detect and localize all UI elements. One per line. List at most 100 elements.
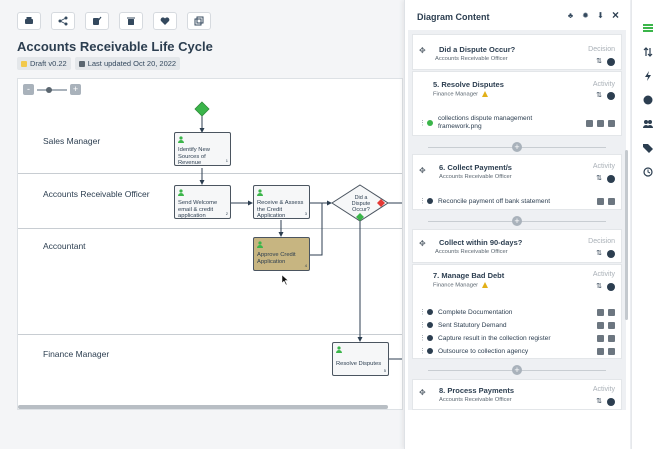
delete-icon[interactable] [608,308,615,316]
drag-handle-icon[interactable]: ✥ [419,46,426,55]
start-event[interactable] [194,101,210,117]
step-type: Activity [592,81,615,88]
warning-icon [482,282,489,288]
sliders-icon[interactable]: ⇅ [596,92,602,99]
gear-icon[interactable] [607,250,615,258]
sub-item-actions [597,308,615,316]
pin-icon[interactable]: ⬇ [597,11,604,20]
add-step-button[interactable]: + [512,365,522,375]
step-card-collect-payments[interactable]: ✥ 6. Collect Payment/s Accounts Receivab… [412,154,622,210]
list-item[interactable]: ⋮ Capture result in the collection regis… [419,332,615,344]
list-item[interactable]: ⋮ Complete Documentation [419,306,615,318]
delete-icon[interactable] [608,347,615,355]
step-controls: ⇅ [595,175,615,183]
content-list-icon[interactable] [643,23,653,33]
drag-handle-icon[interactable]: ✥ [419,239,426,248]
drag-dots-icon[interactable]: ⋮ [419,335,426,342]
gear-icon[interactable] [607,92,615,100]
sub-item-actions [586,119,615,127]
edit-icon[interactable] [597,119,604,127]
history-icon[interactable] [643,167,653,177]
gear-icon[interactable] [607,58,615,66]
delete-button[interactable] [119,12,143,30]
gear-icon[interactable] [607,283,615,291]
task-resolve-disputes[interactable]: Resolve Disputes 5 [332,342,389,376]
drag-dots-icon[interactable]: ⋮ [419,348,426,355]
favorite-button[interactable] [153,12,177,30]
sliders-icon[interactable]: ⇅ [596,175,602,182]
step-title: 5. Resolve Disputes [433,80,504,89]
list-item[interactable]: ⋮ Outsource to collection agency [419,345,615,357]
gateway-red-marker [377,199,385,207]
list-item[interactable]: ⋮ collections dispute management framewo… [419,114,615,132]
sub-item-text: Sent Statutory Demand [438,321,507,329]
step-controls: ⇅ [595,58,615,66]
edit-icon[interactable] [597,197,604,205]
print-button[interactable] [17,12,41,30]
zoom-out-button[interactable]: - [23,84,34,95]
zoom-slider[interactable] [37,86,67,93]
edit-icon[interactable] [597,347,604,355]
bullet-icon [427,335,433,341]
task-label: Approve Credit Application [257,252,296,265]
delete-icon[interactable] [608,321,615,329]
step-card-process-payments[interactable]: ✥ 8. Process Payments Accounts Receivabl… [412,379,622,410]
step-card-collect-decision[interactable]: ✥ Collect within 90-days? Accounts Recei… [412,229,622,263]
bug-icon[interactable]: ✹ [582,11,589,20]
step-type: Activity [592,163,615,170]
drag-dots-icon[interactable]: ⋮ [419,198,426,205]
drag-dots-icon[interactable]: ⋮ [419,120,426,127]
edit-icon[interactable] [597,334,604,342]
drag-dots-icon[interactable]: ⋮ [419,322,426,329]
step-card-manage-bad-debt[interactable]: 7. Manage Bad Debt Finance Manager Activ… [412,264,622,359]
drag-handle-icon[interactable]: ✥ [419,166,426,175]
lane-finance-manager: Finance Manager [18,334,402,409]
horizontal-scrollbar[interactable] [18,405,388,409]
task-number: 5 [383,367,386,373]
zoom-control: - + [23,84,81,95]
step-controls: ⇅ [595,283,615,291]
task-identify-revenue[interactable]: Identify New Sources of Revenue 1 [174,132,231,166]
users-icon[interactable] [643,119,653,129]
sliders-icon[interactable]: ⇅ [596,250,602,257]
panel-scrollbar[interactable] [625,150,628,320]
attachment-icon [427,120,433,126]
document-meta: Draft v0.22 Last updated Oct 20, 2022 [17,57,181,70]
drag-dots-icon[interactable]: ⋮ [419,309,426,316]
gear-icon[interactable] [607,398,615,406]
process-diagram[interactable]: - + Sales Manager Accounts Receivable Of… [17,78,403,410]
zoom-slider-handle[interactable] [46,86,52,93]
tag-icon[interactable] [643,143,653,153]
step-card-dispute-decision[interactable]: ✥ Did a Dispute Occur? Accounts Receivab… [412,34,622,70]
zoom-in-button[interactable]: + [70,84,81,95]
task-approve-credit[interactable]: Approve Credit Application 4 [253,237,310,271]
sort-icon[interactable] [643,47,653,57]
close-icon[interactable]: × [611,8,619,22]
add-step-button[interactable]: + [512,216,522,226]
comment-icon[interactable] [643,95,653,105]
edit-icon[interactable] [597,308,604,316]
list-item[interactable]: ⋮ Reconcile payment off bank statement [419,195,615,207]
delete-icon[interactable] [608,334,615,342]
delete-icon[interactable] [608,119,615,127]
copy-button[interactable] [187,12,211,30]
lane-label: Finance Manager [43,349,110,359]
sliders-icon[interactable]: ⇅ [596,398,602,405]
sliders-icon[interactable]: ⇅ [596,58,602,65]
add-step-button[interactable]: + [512,142,522,152]
edit-button[interactable] [85,12,109,30]
drag-handle-icon[interactable]: ✥ [419,388,426,397]
list-item[interactable]: ⋮ Sent Statutory Demand [419,319,615,331]
group-icon[interactable]: ♣ [567,11,574,20]
view-icon[interactable] [586,119,593,127]
task-receive-assess[interactable]: Receive & Assess the Credit Application … [253,185,310,219]
task-send-welcome[interactable]: Send Welcome email & credit application … [174,185,231,219]
share-button[interactable] [51,12,75,30]
delete-icon[interactable] [608,197,615,205]
edit-icon[interactable] [597,321,604,329]
sliders-icon[interactable]: ⇅ [596,283,602,290]
lightning-icon[interactable] [643,71,653,81]
panel-title: Diagram Content [417,12,490,22]
gear-icon[interactable] [607,175,615,183]
step-card-resolve-disputes[interactable]: 5. Resolve Disputes Finance Manager Acti… [412,71,622,136]
